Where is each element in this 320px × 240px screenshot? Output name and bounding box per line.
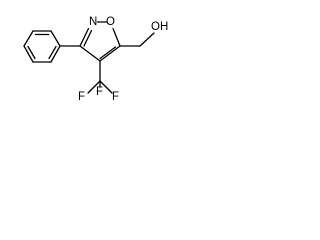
atom-label-n: N: [89, 16, 97, 28]
ring-bond-c5-c4: [99, 45, 121, 62]
atom-label-ring-o: O: [106, 16, 115, 28]
atom-label-f-left: F: [78, 91, 85, 103]
phenyl-ring: [23, 30, 61, 63]
isoxazole-ring: [79, 21, 121, 62]
ring-bond-o-c5: [112, 27, 121, 47]
chemical-structure: N O OH F F F: [23, 16, 168, 103]
ring-double-bond-c5-c4: [99, 46, 117, 60]
ch2-oh-bond: [139, 32, 155, 47]
atom-label-oh: OH: [151, 21, 168, 33]
atom-label-f-right: F: [112, 91, 119, 103]
atom-label-f-upper: F: [96, 86, 103, 98]
phenyl-double-bond-3: [27, 45, 36, 60]
ring-bond-c4-c3: [79, 45, 101, 62]
phenyl-bond-3: [50, 45, 61, 63]
ring-bond-c3-n: [79, 27, 90, 47]
c-f-right-bond: [99, 80, 113, 94]
c-f-left-bond: [87, 80, 101, 94]
phenyl-double-bond-2: [48, 45, 57, 60]
phenyl-bond-5: [23, 45, 34, 63]
phenyl-bond-6: [23, 30, 34, 47]
phenyl-bond-2: [50, 30, 61, 47]
ring-double-bond-c3-n: [83, 29, 93, 47]
